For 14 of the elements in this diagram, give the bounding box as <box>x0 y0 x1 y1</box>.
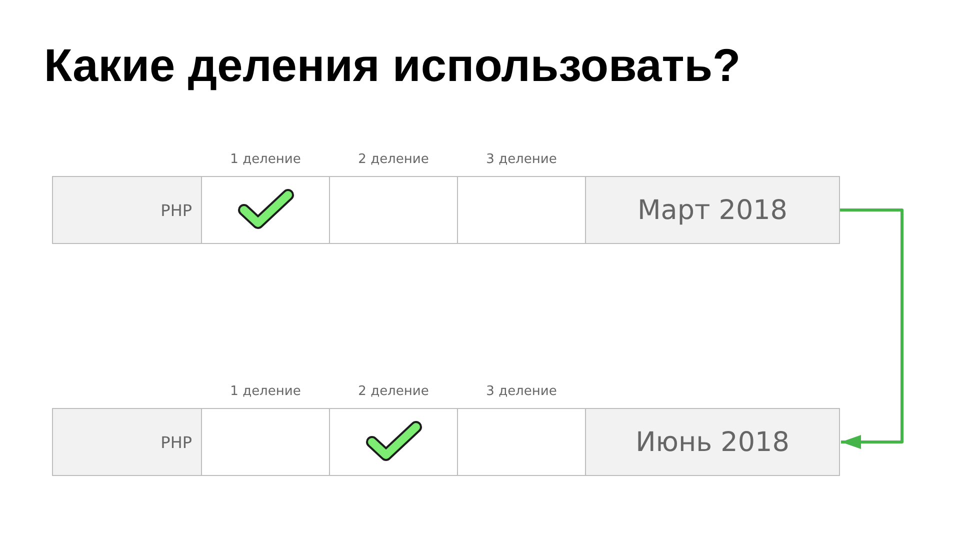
column-header: 1 деление <box>229 152 302 167</box>
date-cell: Март 2018 <box>585 176 840 244</box>
column-header: 1 деление <box>229 384 302 399</box>
checkmark-icon <box>366 420 422 462</box>
column-header: 3 деление <box>485 384 558 399</box>
column-header: 2 деление <box>357 384 430 399</box>
row-label-cell: PHP <box>52 408 202 476</box>
title: Какие деления использовать? <box>44 38 741 92</box>
arrow <box>840 208 904 449</box>
column-header: 3 деление <box>485 152 558 167</box>
date-cell: Июнь 2018 <box>585 408 840 476</box>
column-header: 2 деление <box>357 152 430 167</box>
checkmark-icon <box>238 188 294 230</box>
row-label-cell: PHP <box>52 176 202 244</box>
